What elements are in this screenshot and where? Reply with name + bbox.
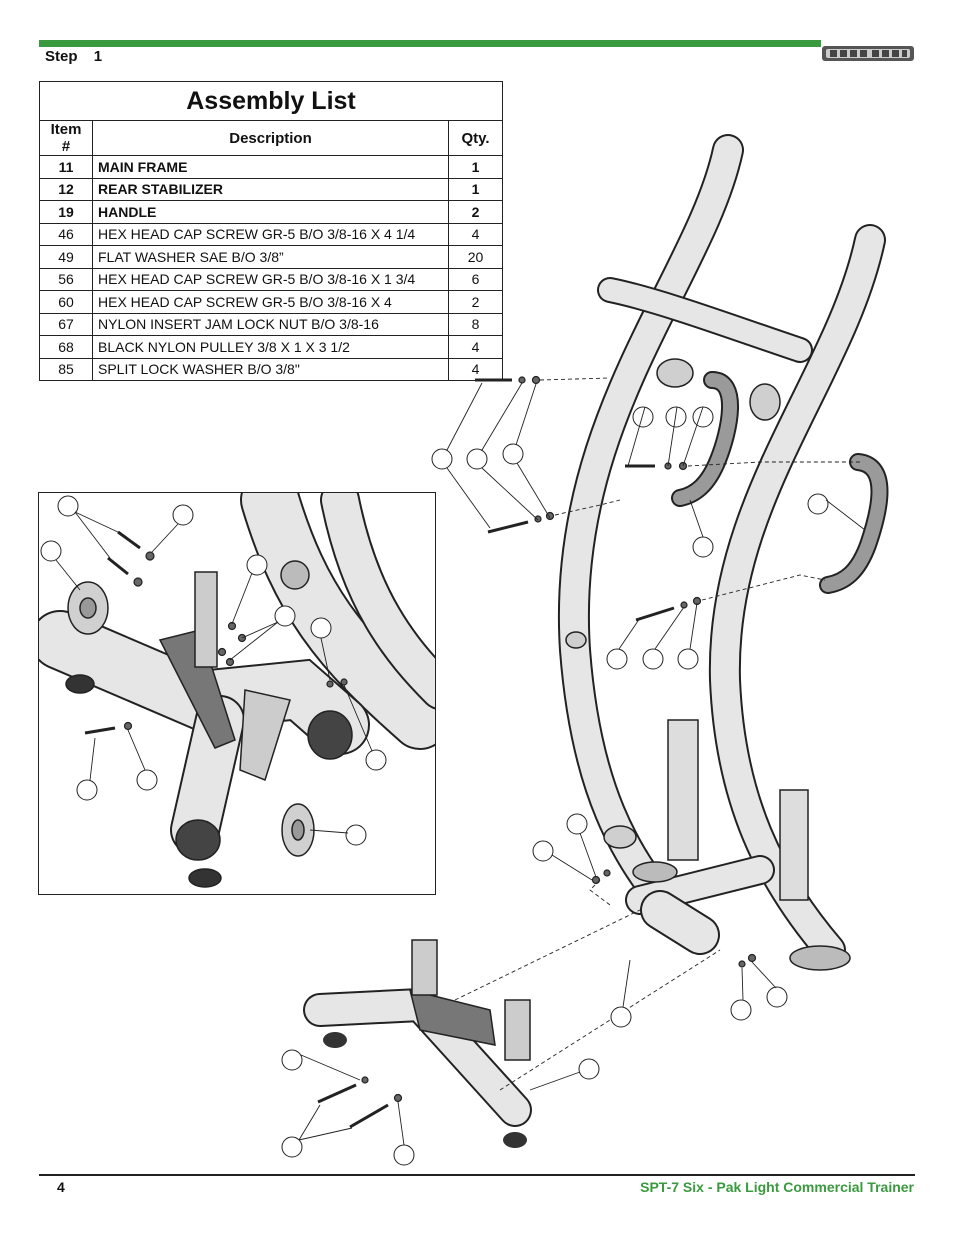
table-row: 67 NYLON INSERT JAM LOCK NUT B/O 3/8-16 … — [39, 312, 503, 336]
step-label: Step — [45, 48, 78, 65]
column-header-description: Description — [92, 120, 449, 156]
row-qty: 1 — [448, 155, 503, 179]
table-row: 56 HEX HEAD CAP SCREW GR-5 B/O 3/8-16 X … — [39, 267, 503, 291]
table-header-row: Item # Description Qty. — [39, 120, 503, 156]
assembly-list-title: Assembly List — [39, 81, 503, 121]
row-item: 85 — [39, 357, 93, 381]
row-description: SPLIT LOCK WASHER B/O 3/8" — [92, 357, 449, 381]
row-item: 11 — [39, 155, 93, 179]
row-qty: 4 — [448, 222, 503, 246]
tuff-stuff-logo-icon — [822, 46, 914, 61]
table-row: 12 REAR STABILIZER 1 — [39, 177, 503, 201]
table-row: 19 HANDLE 2 — [39, 200, 503, 224]
step-heading: Step 1 — [45, 48, 102, 65]
row-qty: 1 — [448, 177, 503, 201]
assembly-list-table: Assembly List Item # Description Qty. 11… — [39, 81, 503, 381]
row-description: HEX HEAD CAP SCREW GR-5 B/O 3/8-16 X 4 1… — [92, 222, 449, 246]
row-description: FLAT WASHER SAE B/O 3/8” — [92, 245, 449, 269]
page-number: 4 — [57, 1179, 65, 1195]
detail-view-frame — [38, 492, 436, 895]
hardware-drawing — [317, 375, 757, 1129]
callout-leaders — [298, 382, 866, 1146]
pulley-icon — [565, 358, 781, 849]
footer-title: SPT-7 Six - Pak Light Commercial Trainer — [640, 1179, 914, 1195]
handle-drawing — [671, 371, 889, 594]
row-description: MAIN FRAME — [92, 155, 449, 179]
callout-circles — [281, 406, 829, 1166]
row-description: REAR STABILIZER — [92, 177, 449, 201]
row-item: 49 — [39, 245, 93, 269]
base-pad-icon — [632, 861, 851, 971]
column-header-item: Item # — [39, 120, 93, 156]
table-row: 11 MAIN FRAME 1 — [39, 155, 503, 179]
column-header-qty: Qty. — [448, 120, 503, 156]
row-item: 19 — [39, 200, 93, 224]
table-row: 85 SPLIT LOCK WASHER B/O 3/8" 4 — [39, 357, 503, 381]
table-row: 46 HEX HEAD CAP SCREW GR-5 B/O 3/8-16 X … — [39, 222, 503, 246]
row-qty: 2 — [448, 200, 503, 224]
row-description: HANDLE — [92, 200, 449, 224]
row-item: 12 — [39, 177, 93, 201]
alignment-lines — [454, 377, 860, 1091]
header-accent-bar — [39, 40, 821, 47]
step-number: 1 — [93, 48, 103, 65]
row-description: HEX HEAD CAP SCREW GR-5 B/O 3/8-16 X 4 — [92, 290, 449, 314]
rear-stabilizer-drawing — [303, 939, 532, 1148]
footer-divider — [39, 1174, 915, 1176]
detail-view-drawing — [39, 493, 435, 888]
table-row: 60 HEX HEAD CAP SCREW GR-5 B/O 3/8-16 X … — [39, 290, 503, 314]
